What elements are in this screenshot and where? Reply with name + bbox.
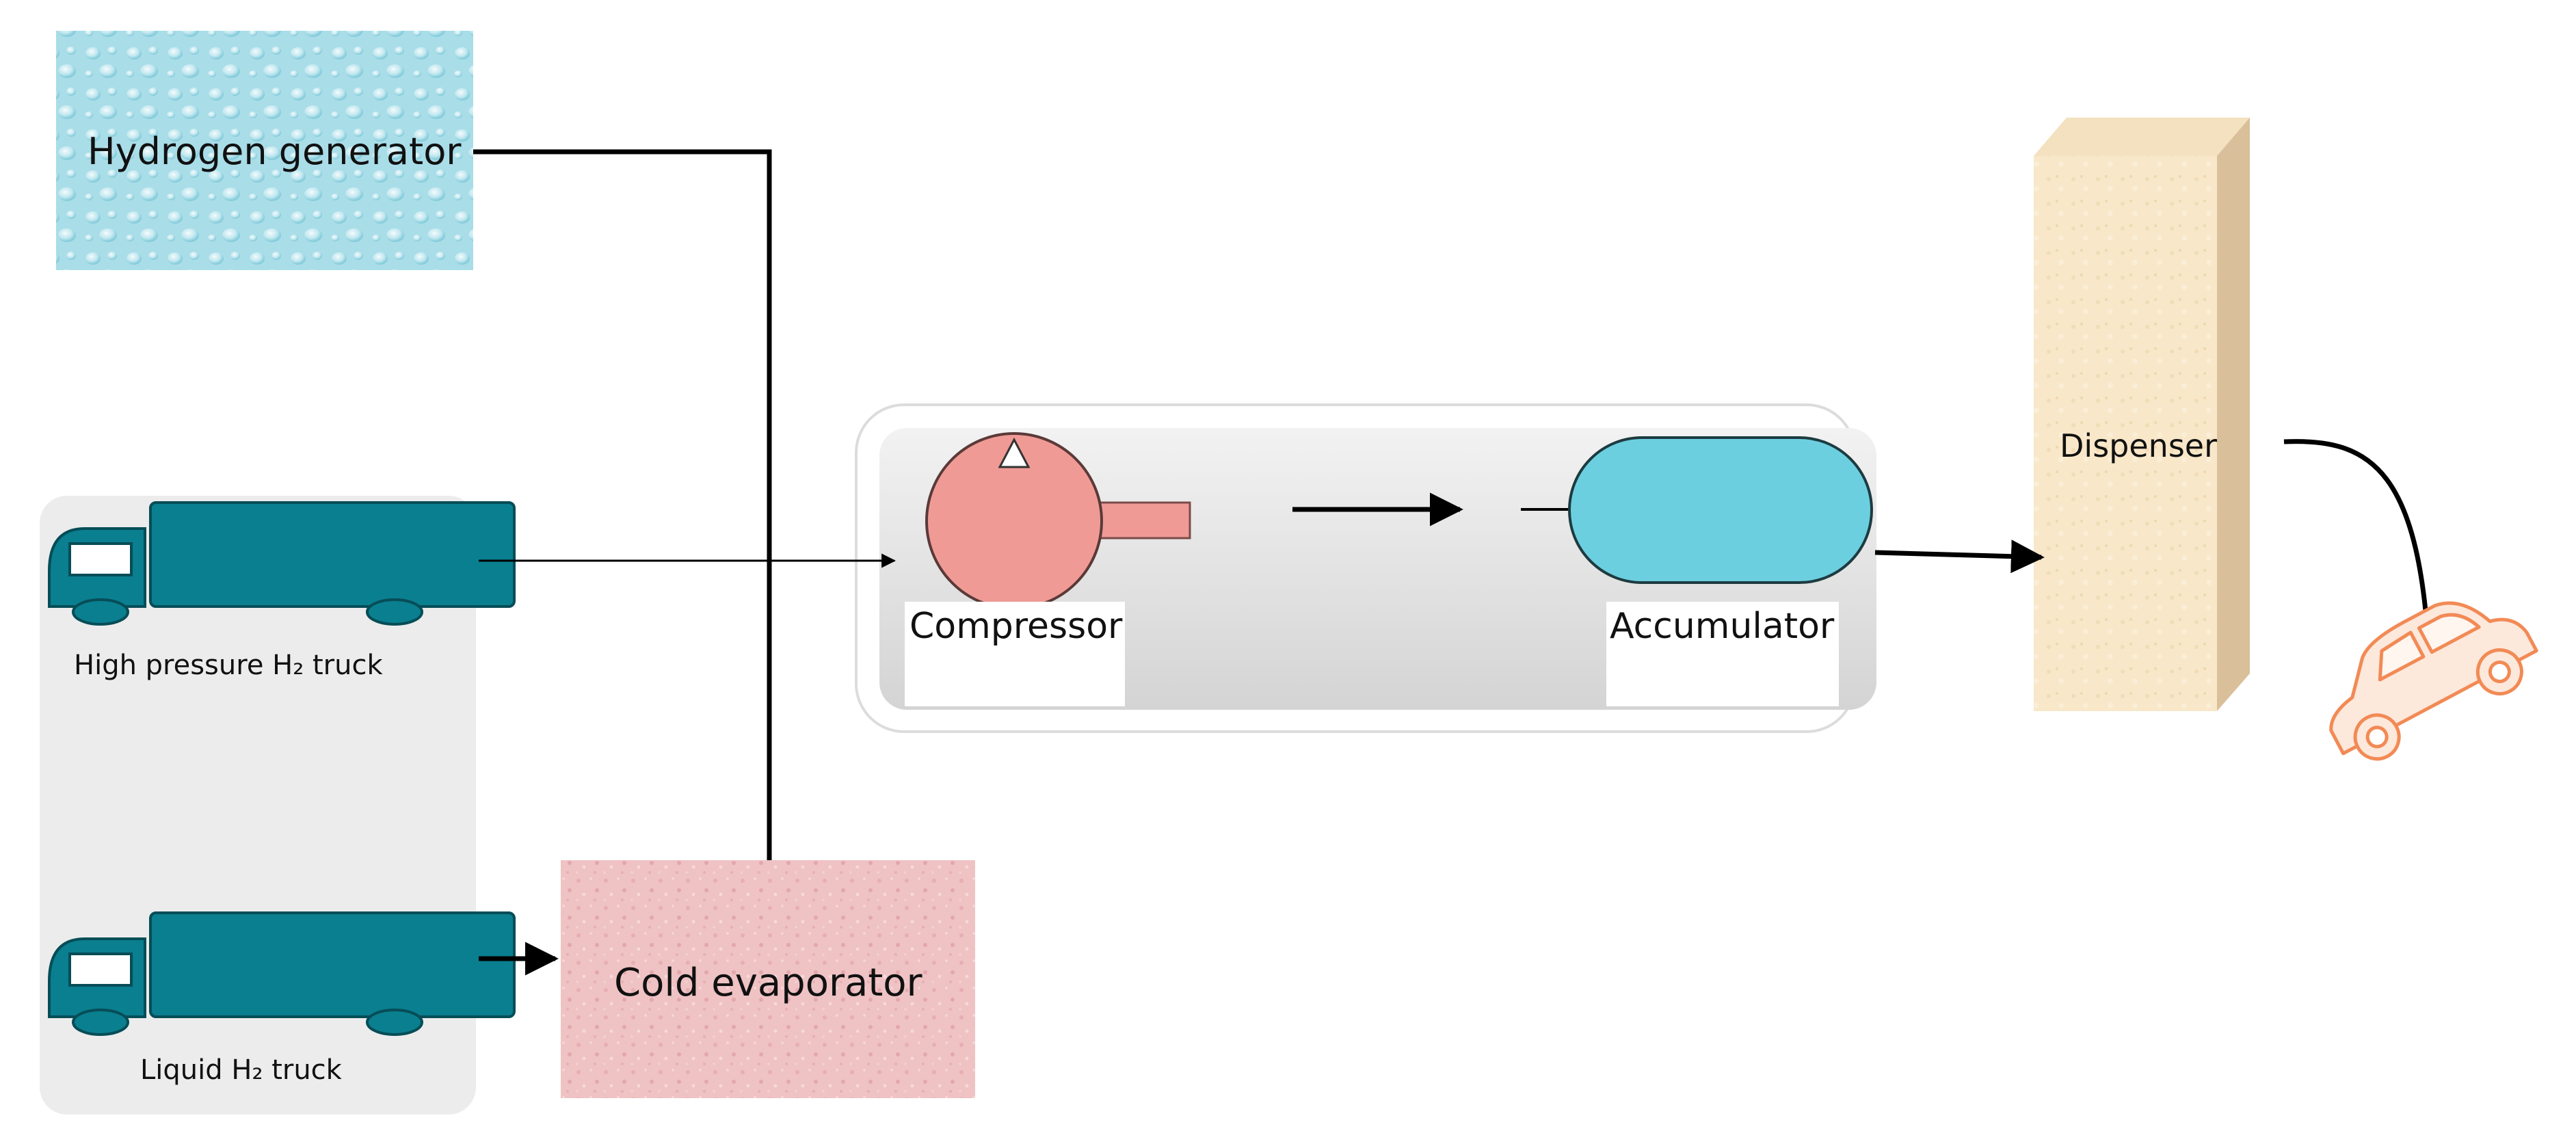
cold-evaporator-label: Cold evaporator <box>614 961 922 1005</box>
compressor-label: Compressor <box>909 606 1123 647</box>
compressor-triangle-icon <box>998 437 1031 468</box>
dispenser-front-face <box>2034 156 2217 711</box>
dispenser-to-car-arrow <box>2283 439 2445 670</box>
compressor-outlet-pipe <box>1093 501 1191 539</box>
car-icon <box>2329 601 2538 761</box>
accumulator-to-dispenser-arrow <box>1874 539 2045 574</box>
compressor-label-box <box>905 602 1125 706</box>
high-pressure-truck-label: High pressure H₂ truck <box>74 650 383 681</box>
liquid-truck-label: Liquid H₂ truck <box>140 1054 342 1086</box>
dispenser-top-face <box>2034 118 2250 156</box>
accumulator-label: Accumulator <box>1610 606 1835 647</box>
dispenser-side-face <box>2217 118 2250 711</box>
dispenser-label: Dispenser <box>2060 427 2217 464</box>
cold-evaporator-box <box>561 860 975 1098</box>
hydrogen-generator-box <box>56 31 473 270</box>
generator-to-evaporator-line <box>473 149 772 860</box>
accumulator-label-box <box>1606 602 1839 706</box>
high-pressure-truck-icon <box>48 501 516 626</box>
liquid-truck-icon <box>48 911 516 1036</box>
accumulator-vessel <box>1568 436 1873 584</box>
hydrogen-generator-label: Hydrogen generator <box>88 130 462 173</box>
